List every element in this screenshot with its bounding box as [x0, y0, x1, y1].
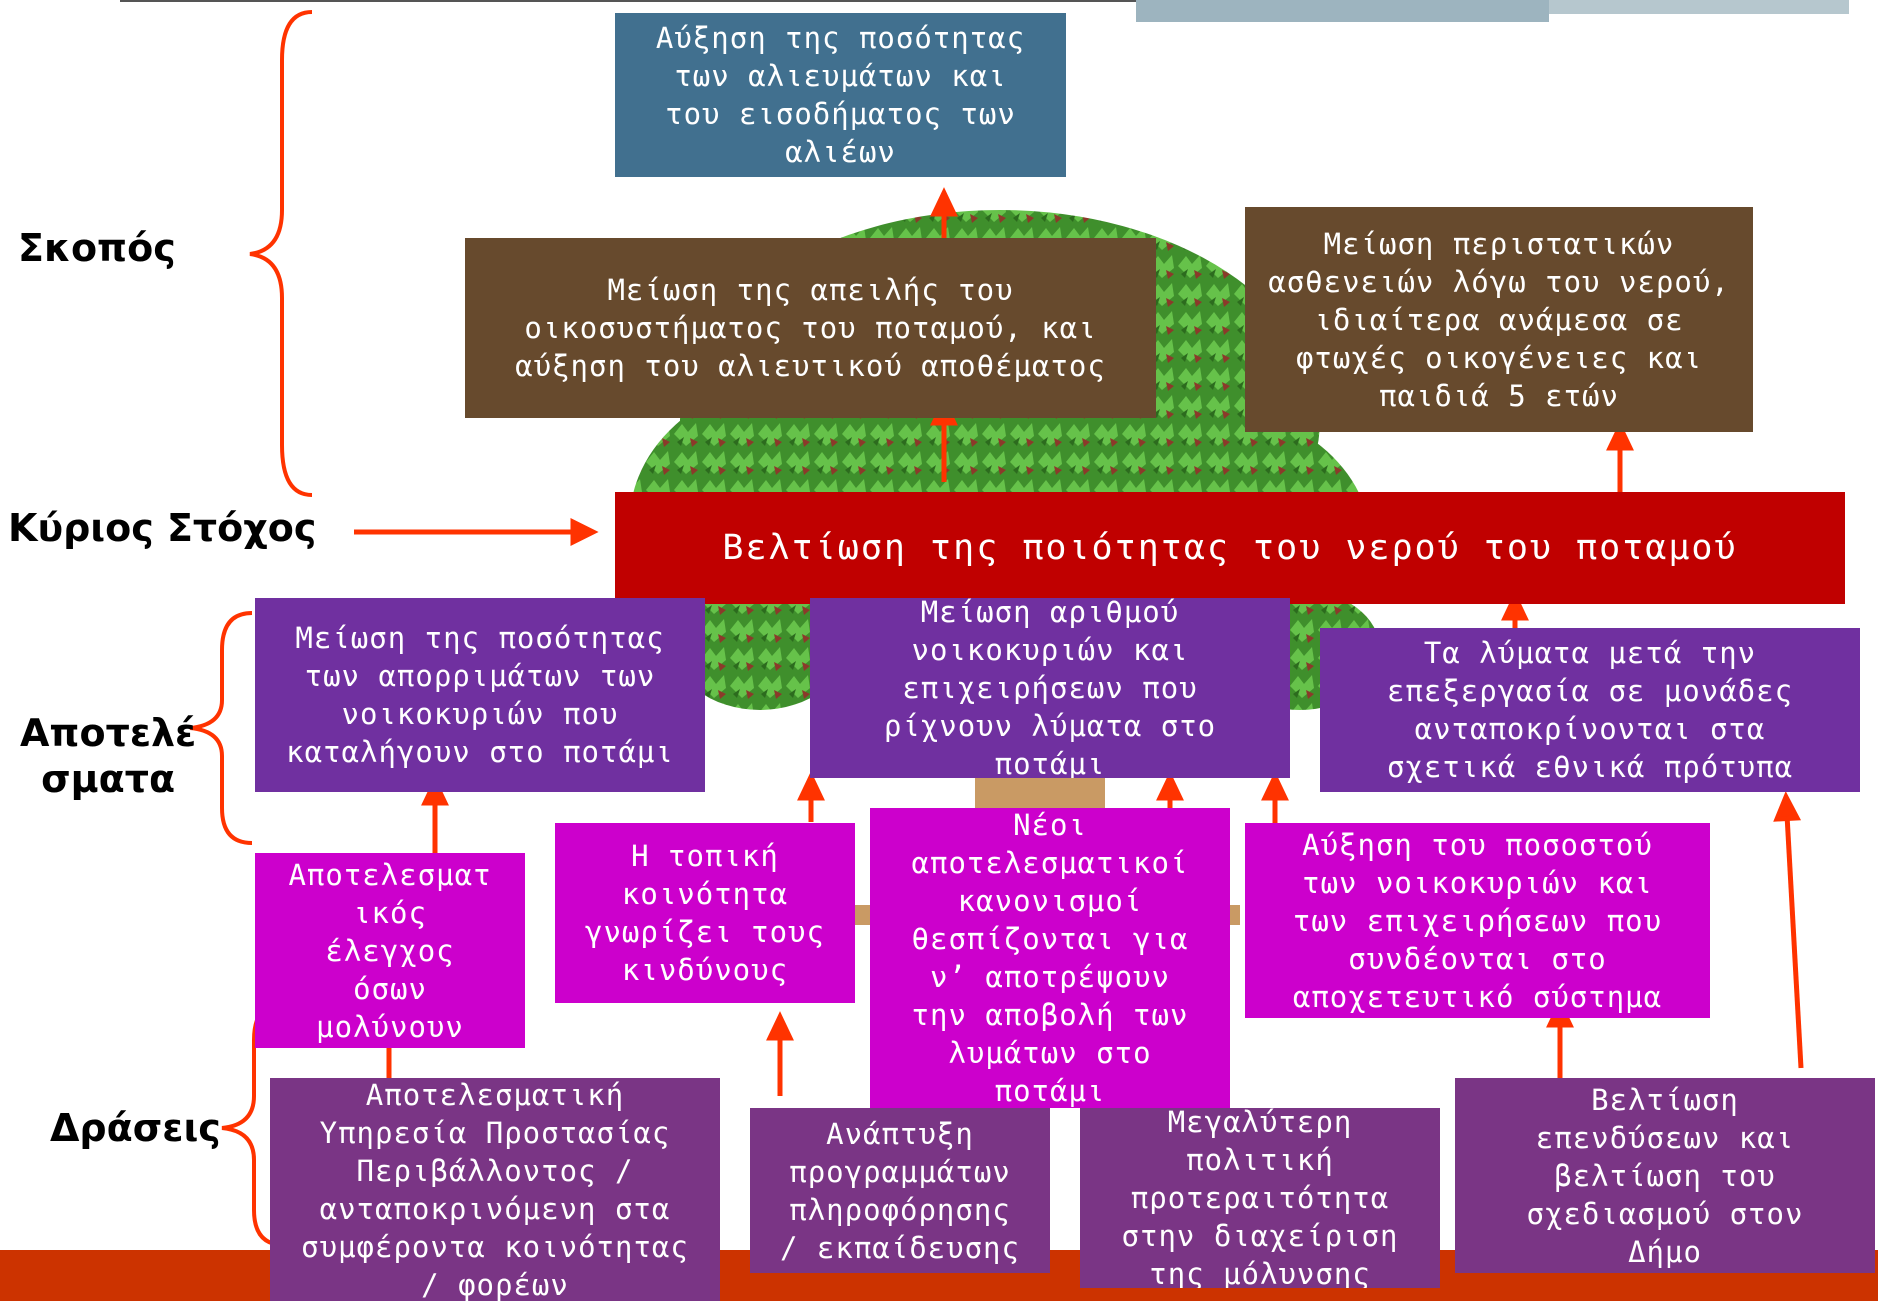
- result-box-waste: Μείωση της ποσότητας των απορριμάτων των…: [255, 598, 705, 792]
- result-box-households: Μείωση αριθμού νοικοκυριών και επιχειρήσ…: [810, 598, 1290, 778]
- label-actions: Δράσεις: [50, 1106, 221, 1150]
- result-households-text: Μείωση αριθμού νοικοκυριών και επιχειρήσ…: [883, 598, 1217, 778]
- action-box-political-priority: Μεγαλύτερη πολιτική προτεραιτότητα στην …: [1080, 1108, 1440, 1288]
- output-box-polluter-control: Αποτελεσματ ικός έλεγχος όσων μολύνουν: [255, 853, 525, 1048]
- output-box-new-regulations: Νέοι αποτελεσματικοί κανονισμοί θεσπίζον…: [870, 808, 1230, 1108]
- goal-text: Αύξηση της ποσότητας των αλιευμάτων και …: [655, 21, 1026, 169]
- output-box-sewer-connections: Αύξηση του ποσοστού των νοικοκυριών και …: [1245, 823, 1710, 1018]
- main-objective-text: Βελτίωση της ποιότητας του νερού του ποτ…: [722, 528, 1738, 568]
- main-objective-box: Βελτίωση της ποιότητας του νερού του ποτ…: [615, 492, 1845, 604]
- goal-box: Αύξηση της ποσότητας των αλιευμάτων και …: [615, 13, 1066, 177]
- action-education-programs-text: Ανάπτυξη προγραμμάτων πληροφόρησης / εκπ…: [780, 1116, 1020, 1265]
- output-sewer-connections-text: Αύξηση του ποσοστού των νοικοκυριών και …: [1292, 827, 1663, 1014]
- action-environment-agency-text: Αποτελεσματική Υπηρεσία Προστασίας Περιβ…: [301, 1078, 689, 1301]
- action-political-priority-text: Μεγαλύτερη πολιτική προτεραιτότητα στην …: [1121, 1108, 1399, 1288]
- title-bar-accent: [1136, 0, 1549, 22]
- action-box-education-programs: Ανάπτυξη προγραμμάτων πληροφόρησης / εκπ…: [750, 1108, 1050, 1273]
- title-bar-accent-secondary: [1549, 0, 1849, 14]
- action-box-municipal-investment: Βελτίωση επενδύσεων και βελτίωση του σχε…: [1455, 1078, 1875, 1273]
- slide-frame-top: [120, 0, 1846, 2]
- purpose-box-health: Μείωση περιστατικών ασθενειών λόγω του ν…: [1245, 207, 1753, 432]
- label-main-objective: Κύριος Στόχος: [8, 506, 317, 550]
- action-box-environment-agency: Αποτελεσματική Υπηρεσία Προστασίας Περιβ…: [270, 1078, 720, 1301]
- output-new-regulations-text: Νέοι αποτελεσματικοί κανονισμοί θεσπίζον…: [911, 808, 1189, 1108]
- result-standards-text: Τα λύματα μετά την επεξεργασία σε μονάδε…: [1386, 636, 1794, 784]
- label-results: Αποτελέ σματα: [20, 711, 197, 801]
- purpose-ecosystem-text: Μείωση της απειλής του οικοσυστήματος το…: [515, 273, 1106, 383]
- purpose-box-ecosystem: Μείωση της απειλής του οικοσυστήματος το…: [465, 238, 1156, 418]
- result-waste-text: Μείωση της ποσότητας των απορριμάτων των…: [286, 621, 674, 769]
- output-box-community-awareness: Η τοπική κοινότητα γνωρίζει τους κινδύνο…: [555, 823, 855, 1003]
- label-purpose: Σκοπός: [18, 226, 176, 270]
- output-polluter-control-text: Αποτελεσματ ικός έλεγχος όσων μολύνουν: [288, 857, 492, 1044]
- result-box-standards: Τα λύματα μετά την επεξεργασία σε μονάδε…: [1320, 628, 1860, 792]
- output-community-awareness-text: Η τοπική κοινότητα γνωρίζει τους κινδύνο…: [585, 839, 825, 987]
- purpose-health-text: Μείωση περιστατικών ασθενειών λόγω του ν…: [1268, 226, 1730, 413]
- action-municipal-investment-text: Βελτίωση επενδύσεων και βελτίωση του σχε…: [1526, 1082, 1804, 1269]
